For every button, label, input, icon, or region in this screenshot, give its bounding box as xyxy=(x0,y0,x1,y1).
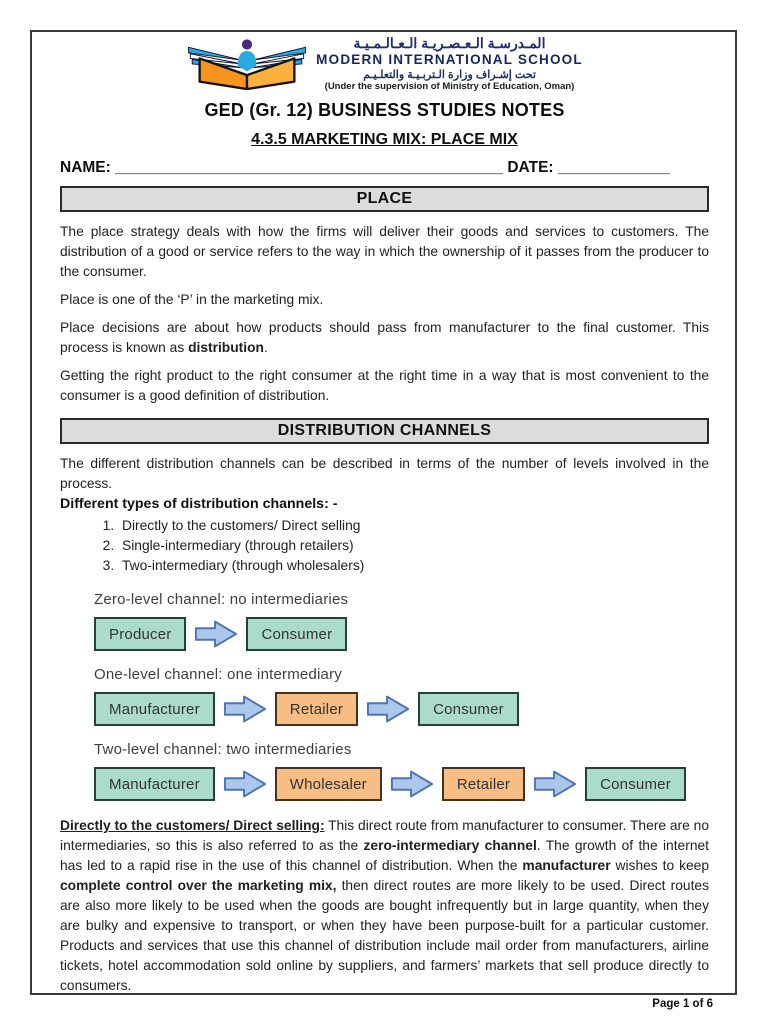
list-item: Single-intermediary (through retailers) xyxy=(118,536,709,556)
diagram-caption: Two-level channel: two intermediaries xyxy=(94,741,352,759)
channel-node-wholesaler: Wholesaler xyxy=(274,767,382,802)
text-segment: . xyxy=(263,340,268,356)
document-title: GED (Gr. 12) BUSINESS STUDIES NOTES xyxy=(204,100,565,121)
section-heading-distribution-channels: DISTRIBUTION CHANNELS xyxy=(60,418,709,445)
school-supervision-english: (Under the supervision of Ministry of Ed… xyxy=(324,81,575,93)
text-segment: Directly to the customers/ Direct sellin… xyxy=(60,818,320,834)
flow-arrow-icon xyxy=(390,768,434,800)
document-page: المـدرسـة الـعـصـريـة الـعـالـمـيـة MODE… xyxy=(30,30,737,995)
name-label: NAME: xyxy=(60,159,111,177)
school-header: المـدرسـة الـعـصـريـة الـعـالـمـيـة MODE… xyxy=(60,35,709,93)
school-name-english: MODERN INTERNATIONAL SCHOOL xyxy=(316,52,583,68)
channel-node-consumer: Consumer xyxy=(585,767,686,802)
school-supervision-arabic: تحت إشـراف وزارة الـتربـيـة والتعلـيـم xyxy=(363,68,536,81)
flow-row: Manufacturer Wholesaler Retailer Consumer xyxy=(94,767,709,802)
channel-diagrams: Zero-level channel: no intermediaries Pr… xyxy=(94,591,709,802)
place-paragraph-4: Getting the right product to the right c… xyxy=(60,368,709,404)
text-segment: distribution xyxy=(188,340,264,356)
name-date-line: NAME: __________________________________… xyxy=(60,159,709,177)
channel-node-consumer: Consumer xyxy=(418,692,519,727)
flow-arrow-icon xyxy=(194,618,238,650)
place-paragraph-3: Place decisions are about how products s… xyxy=(60,318,709,358)
school-name-block: المـدرسـة الـعـصـريـة الـعـالـمـيـة MODE… xyxy=(316,35,583,93)
channel-types-list: Directly to the customers/ Direct sellin… xyxy=(60,516,709,576)
flow-arrow-icon xyxy=(223,768,267,800)
channel-node-manufacturer: Manufacturer xyxy=(94,692,215,727)
text-segment: : xyxy=(319,818,325,834)
text-segment: This direct route from manufacturer to c… xyxy=(60,818,710,854)
name-blank-line: ________________________________________… xyxy=(115,159,504,177)
text-segment: wishes to keep xyxy=(610,858,709,874)
place-paragraph-1: The place strategy deals with how the fi… xyxy=(60,224,709,280)
channel-node-consumer: Consumer xyxy=(246,617,348,652)
direct-selling-paragraph: Directly to the customers/ Direct sellin… xyxy=(60,816,709,996)
text-segment: zero-intermediary channel xyxy=(363,838,537,854)
diagram-caption: Zero-level channel: no intermediaries xyxy=(94,591,349,609)
one-level-diagram: One-level channel: one intermediary Manu… xyxy=(94,666,709,727)
flow-arrow-icon xyxy=(533,768,577,800)
flow-arrow-icon xyxy=(366,693,410,725)
zero-level-diagram: Zero-level channel: no intermediaries Pr… xyxy=(94,591,709,652)
text-segment: manufacturer xyxy=(522,858,611,874)
page-number: Page 1 of 6 xyxy=(652,998,713,1010)
flow-arrow-icon xyxy=(223,693,267,725)
channel-node-retailer: Retailer xyxy=(274,692,359,727)
flow-row: Producer Consumer xyxy=(94,617,709,652)
list-item: Directly to the customers/ Direct sellin… xyxy=(118,516,709,536)
text-segment: then direct routes are more likely to be… xyxy=(60,878,709,994)
distribution-intro: The different distribution channels can … xyxy=(60,456,709,492)
two-level-diagram: Two-level channel: two intermediaries Ma… xyxy=(94,741,709,802)
document-subtitle-text: 4.3.5 MARKETING MIX: PLACE MIX xyxy=(251,131,518,149)
distribution-types-heading: Different types of distribution channels… xyxy=(60,496,338,513)
channel-node-producer: Producer xyxy=(94,617,187,652)
school-name-arabic: المـدرسـة الـعـصـريـة الـعـالـمـيـة xyxy=(353,35,546,51)
text-segment: complete control over the marketing mix, xyxy=(60,878,337,894)
text-segment: Place decisions are about how products s… xyxy=(60,320,709,356)
section-heading-place: PLACE xyxy=(60,186,709,213)
document-subtitle: 4.3.5 MARKETING MIX: PLACE MIX xyxy=(60,131,709,149)
flow-row: Manufacturer Retailer Consumer xyxy=(94,692,709,727)
place-paragraph-2: Place is one of the ‘P’ in the marketing… xyxy=(60,292,324,308)
school-logo-icon xyxy=(188,39,307,91)
date-blank-line: _____________ xyxy=(557,159,670,177)
text-segment: . The growth of the internet has led to … xyxy=(60,838,709,874)
date-label: DATE: xyxy=(507,159,554,177)
channel-node-retailer: Retailer xyxy=(441,767,526,802)
list-item: Two-intermediary (through wholesalers) xyxy=(118,556,709,576)
diagram-caption: One-level channel: one intermediary xyxy=(94,666,342,684)
channel-node-manufacturer: Manufacturer xyxy=(94,767,215,802)
